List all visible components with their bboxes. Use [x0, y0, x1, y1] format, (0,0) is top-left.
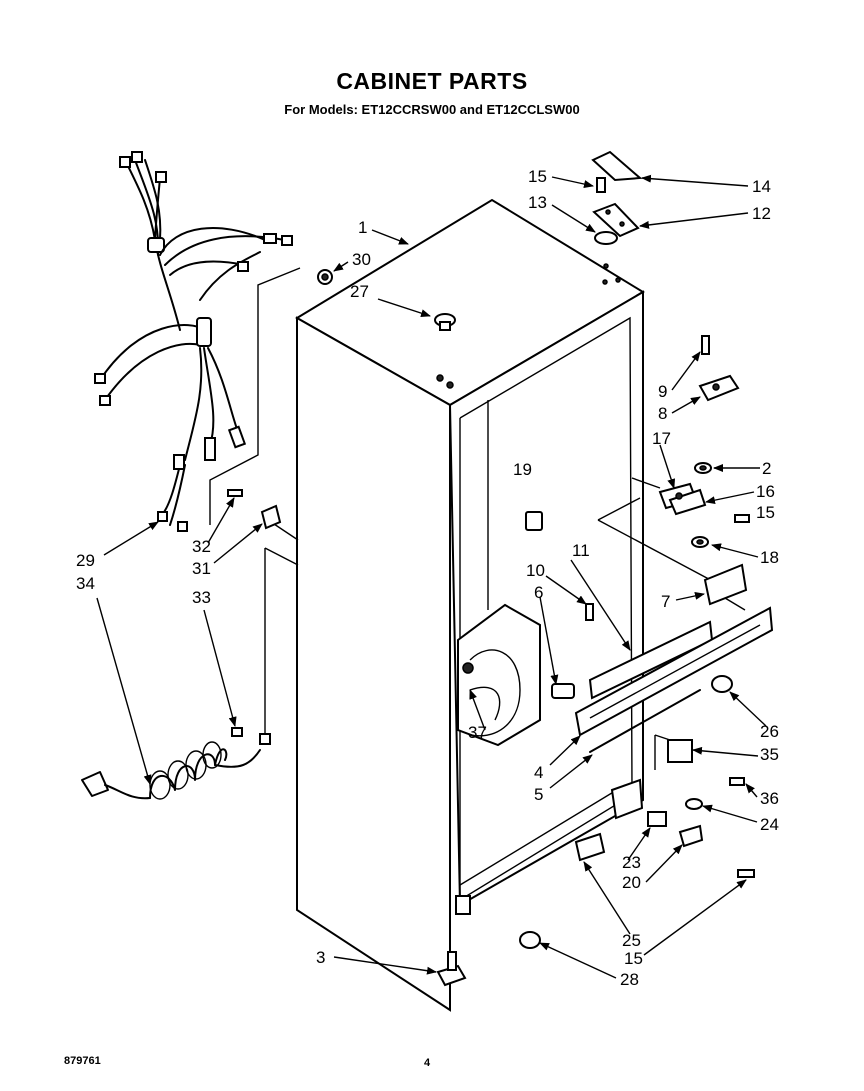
callout-8: 8 [658, 404, 667, 423]
callout-1: 1 [358, 218, 367, 237]
leader-lines [96, 174, 767, 979]
callout-15-top: 15 [528, 167, 547, 186]
assembly-boundary-lines [209, 267, 746, 770]
callout-16: 16 [756, 482, 775, 501]
callout-15-right: 15 [756, 503, 775, 522]
callout-29: 29 [76, 551, 95, 570]
callout-14: 14 [752, 177, 771, 196]
callout-13: 13 [528, 193, 547, 212]
callout-9: 9 [658, 382, 667, 401]
callout-35: 35 [760, 745, 779, 764]
callout-24: 24 [760, 815, 779, 834]
callout-32: 32 [192, 537, 211, 556]
callout-34: 34 [76, 574, 95, 593]
callout-20: 20 [622, 873, 641, 892]
callout-36: 36 [760, 789, 779, 808]
callout-31: 31 [192, 559, 211, 578]
callout-11: 11 [572, 541, 590, 560]
callout-25: 25 [622, 931, 641, 950]
callout-10: 10 [526, 561, 545, 580]
page-title: CABINET PARTS [336, 68, 528, 94]
hardware-parts [227, 150, 774, 987]
callout-30: 30 [352, 250, 371, 269]
callout-23: 23 [622, 853, 641, 872]
callout-2: 2 [762, 459, 771, 478]
callout-28: 28 [620, 970, 639, 989]
callout-4: 4 [534, 763, 543, 782]
power-cord [81, 727, 271, 800]
callout-12: 12 [752, 204, 771, 223]
callout-3: 3 [316, 948, 325, 967]
callout-37: 37 [468, 723, 487, 742]
wiring-harness [94, 151, 293, 532]
callout-33: 33 [192, 588, 211, 607]
callout-17: 17 [652, 429, 671, 448]
models-subtitle: For Models: ET12CCRSW00 and ET12CCLSW00 [284, 102, 580, 117]
callout-18: 18 [760, 548, 779, 567]
callout-26: 26 [760, 722, 779, 741]
page-number: 4 [424, 1057, 431, 1069]
callout-19: 19 [513, 460, 532, 479]
callout-15-bottom: 15 [624, 949, 643, 968]
callout-labels: 1 2 3 4 5 6 7 8 9 10 11 12 13 14 15 15 1… [76, 167, 779, 989]
callout-6: 6 [534, 583, 543, 602]
cabinet-body [295, 198, 645, 1012]
callout-27: 27 [350, 282, 369, 301]
document-number: 879761 [64, 1055, 101, 1067]
callout-5: 5 [534, 785, 543, 804]
callout-7: 7 [661, 592, 670, 611]
